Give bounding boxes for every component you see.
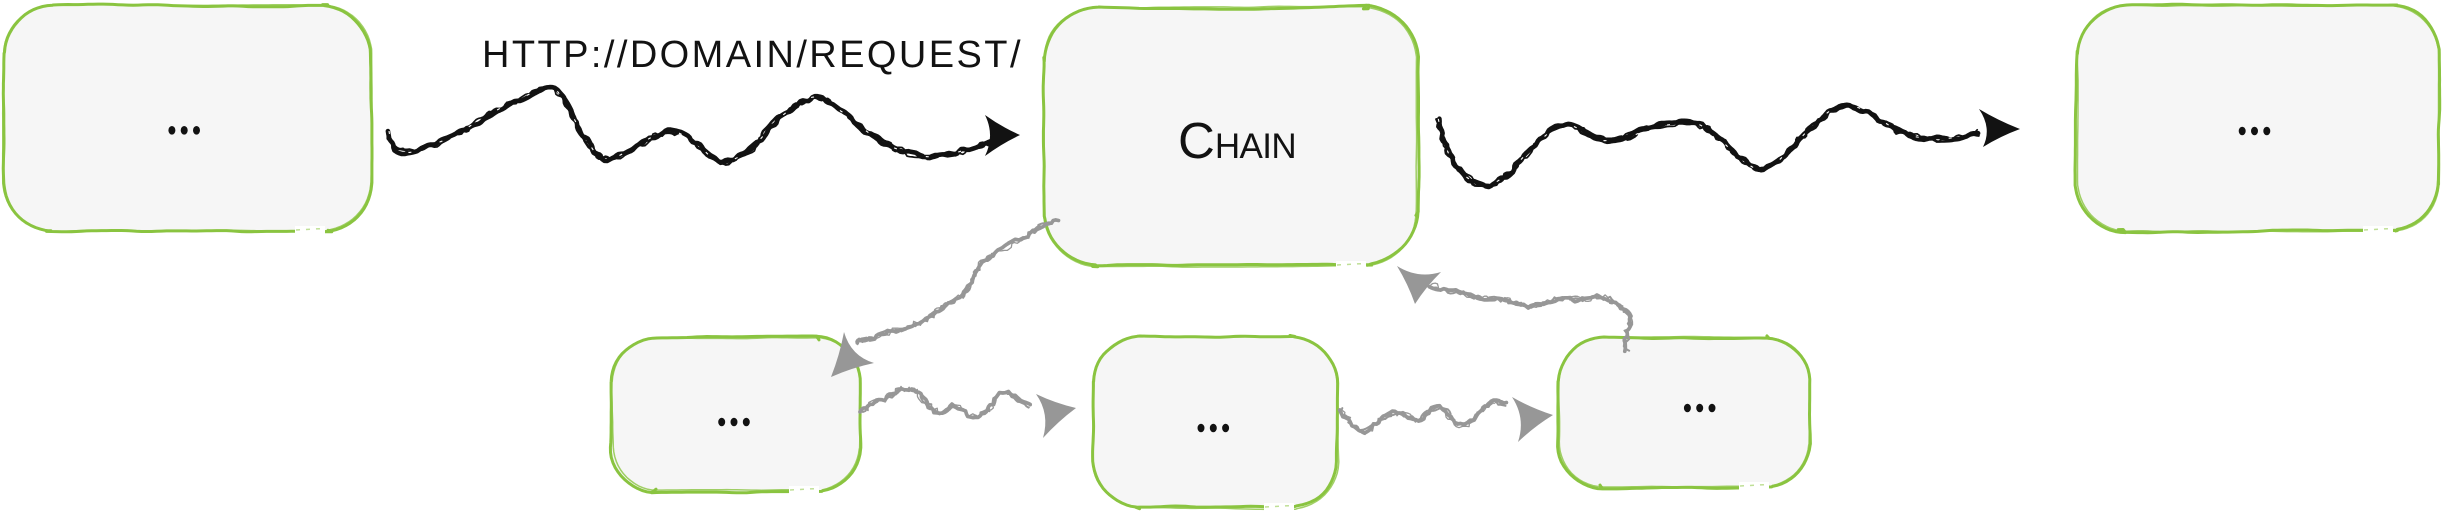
svg-text:CHAIN: CHAIN bbox=[1178, 112, 1296, 169]
svg-text:HTTP://DOMAIN/REQUEST/: HTTP://DOMAIN/REQUEST/ bbox=[482, 34, 1024, 76]
